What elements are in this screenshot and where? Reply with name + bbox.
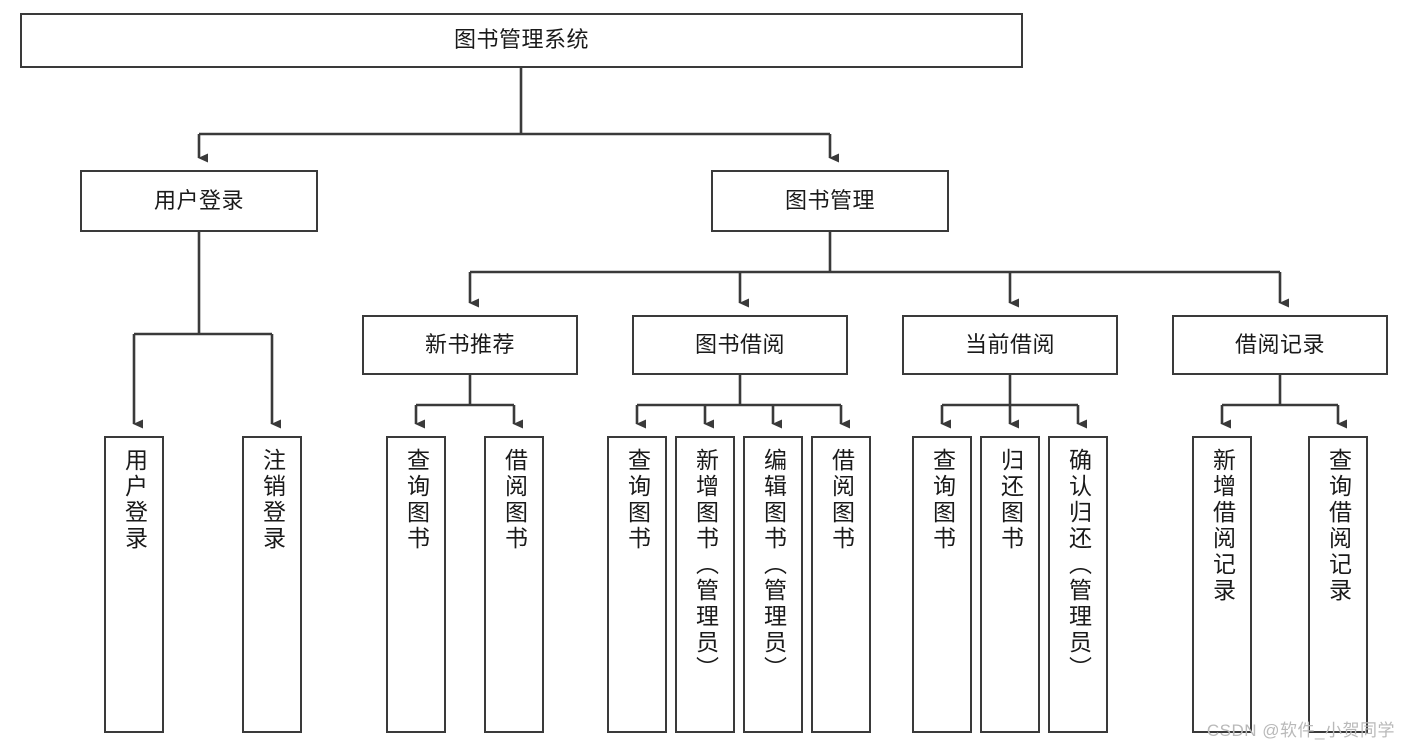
node-root-system[interactable]: 图书管理系统 [20, 13, 1023, 68]
leaf-current-borrow-2[interactable]: 归还图书 [980, 436, 1040, 733]
leaf-current-borrow-3[interactable]: 确认归还（管理员） [1048, 436, 1108, 733]
node-label: 注销登录 [259, 448, 286, 552]
node-label: 确认归还（管理员） [1065, 448, 1092, 682]
node-label: 编辑图书（管理员） [760, 448, 787, 682]
node-label: 借阅图书 [828, 448, 855, 552]
node-label: 借阅记录 [1234, 331, 1325, 357]
leaf-new-book-2[interactable]: 借阅图书 [484, 436, 544, 733]
leaf-book-borrow-2[interactable]: 新增图书（管理员） [675, 436, 735, 733]
node-label: 归还图书 [997, 448, 1024, 552]
node-label: 借阅图书 [501, 448, 528, 552]
leaf-user-login-1[interactable]: 用户登录 [104, 436, 164, 733]
node-label: 图书借阅 [694, 331, 785, 357]
leaf-book-borrow-3[interactable]: 编辑图书（管理员） [743, 436, 803, 733]
leaf-borrow-record-2[interactable]: 查询借阅记录 [1308, 436, 1368, 733]
node-label: 用户登录 [153, 187, 244, 213]
node-label: 图书管理 [784, 187, 875, 213]
leaf-book-borrow-4[interactable]: 借阅图书 [811, 436, 871, 733]
node-label: 新增图书（管理员） [692, 448, 719, 682]
node-label: 查询借阅记录 [1325, 448, 1352, 604]
node-label: 新书推荐 [424, 331, 515, 357]
node-book-management[interactable]: 图书管理 [711, 170, 949, 232]
leaf-borrow-record-1[interactable]: 新增借阅记录 [1192, 436, 1252, 733]
node-label: 用户登录 [121, 448, 148, 552]
node-label: 查询图书 [624, 448, 651, 552]
node-borrow-record[interactable]: 借阅记录 [1172, 315, 1388, 375]
node-book-borrow[interactable]: 图书借阅 [632, 315, 848, 375]
node-user-login[interactable]: 用户登录 [80, 170, 318, 232]
node-label: 新增借阅记录 [1209, 448, 1236, 604]
node-label: 当前借阅 [964, 331, 1055, 357]
leaf-book-borrow-1[interactable]: 查询图书 [607, 436, 667, 733]
node-label: 查询图书 [403, 448, 430, 552]
leaf-user-login-2[interactable]: 注销登录 [242, 436, 302, 733]
node-new-book-recommend[interactable]: 新书推荐 [362, 315, 578, 375]
node-label: 图书管理系统 [453, 27, 589, 53]
node-current-borrow[interactable]: 当前借阅 [902, 315, 1118, 375]
watermark-text: CSDN @软件_小贺同学 [1206, 721, 1395, 740]
leaf-new-book-1[interactable]: 查询图书 [386, 436, 446, 733]
leaf-current-borrow-1[interactable]: 查询图书 [912, 436, 972, 733]
node-label: 查询图书 [929, 448, 956, 552]
